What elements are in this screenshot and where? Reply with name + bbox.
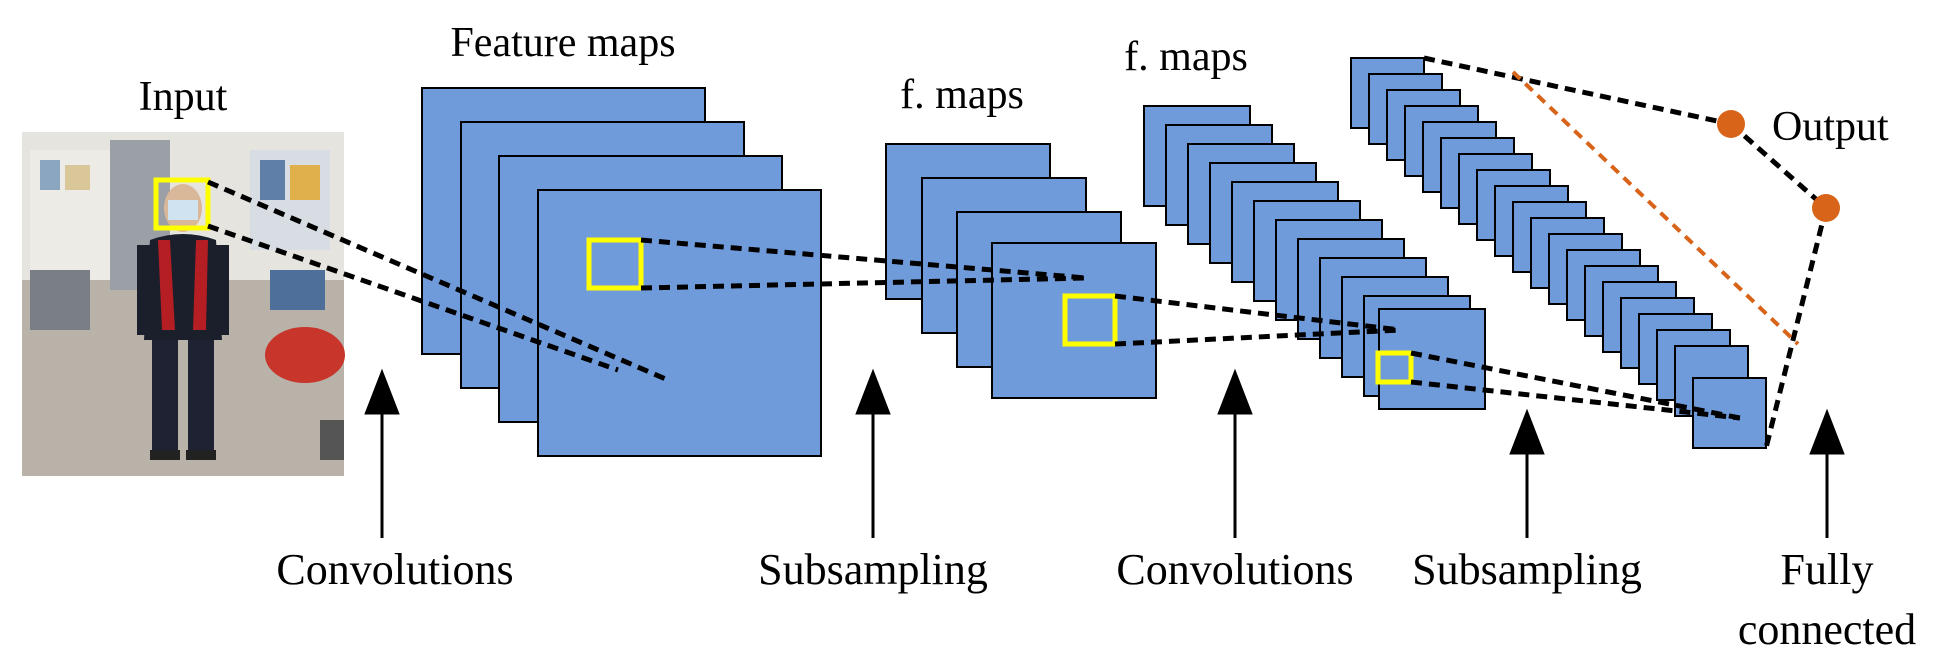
output-label: Output — [1772, 104, 1889, 150]
connection-lines — [207, 55, 1829, 449]
input-image — [22, 132, 345, 476]
layer-arrows — [364, 368, 1845, 538]
up-arrow-icon — [855, 368, 891, 538]
subsampled-maps-stack-2 — [1350, 57, 1767, 449]
fully-connected-label-line2: connected — [1738, 605, 1916, 654]
subsampling-label-1: Subsampling — [758, 545, 988, 594]
convolutions-label-1: Convolutions — [276, 545, 513, 594]
feature-map — [537, 189, 822, 457]
feature-maps-stack — [421, 87, 822, 457]
feature-map — [991, 242, 1157, 399]
up-arrow-icon — [1217, 368, 1253, 538]
orange-dashed-line — [1511, 70, 1800, 346]
f-maps-label-2: f. maps — [1124, 34, 1248, 80]
up-arrow-icon — [1809, 408, 1845, 538]
output-node-icon — [1717, 110, 1745, 138]
up-arrow-icon — [364, 368, 400, 538]
input-receptive-field — [153, 177, 211, 231]
subsampled-maps-stack — [885, 143, 1157, 399]
convolutions-label-2: Convolutions — [1116, 545, 1353, 594]
subsampling-label-2: Subsampling — [1412, 545, 1642, 594]
f-maps-label-1: f. maps — [900, 72, 1024, 118]
output-node-icon — [1812, 194, 1840, 222]
fmap3-receptive-field — [1375, 350, 1414, 385]
feature-maps-label: Feature maps — [450, 20, 675, 66]
fmap2-receptive-field — [1062, 293, 1118, 347]
input-label: Input — [139, 74, 228, 120]
up-arrow-icon — [1509, 408, 1545, 538]
fmap1-receptive-field — [586, 237, 644, 291]
fully-connected-label-line1: Fully — [1781, 545, 1874, 594]
